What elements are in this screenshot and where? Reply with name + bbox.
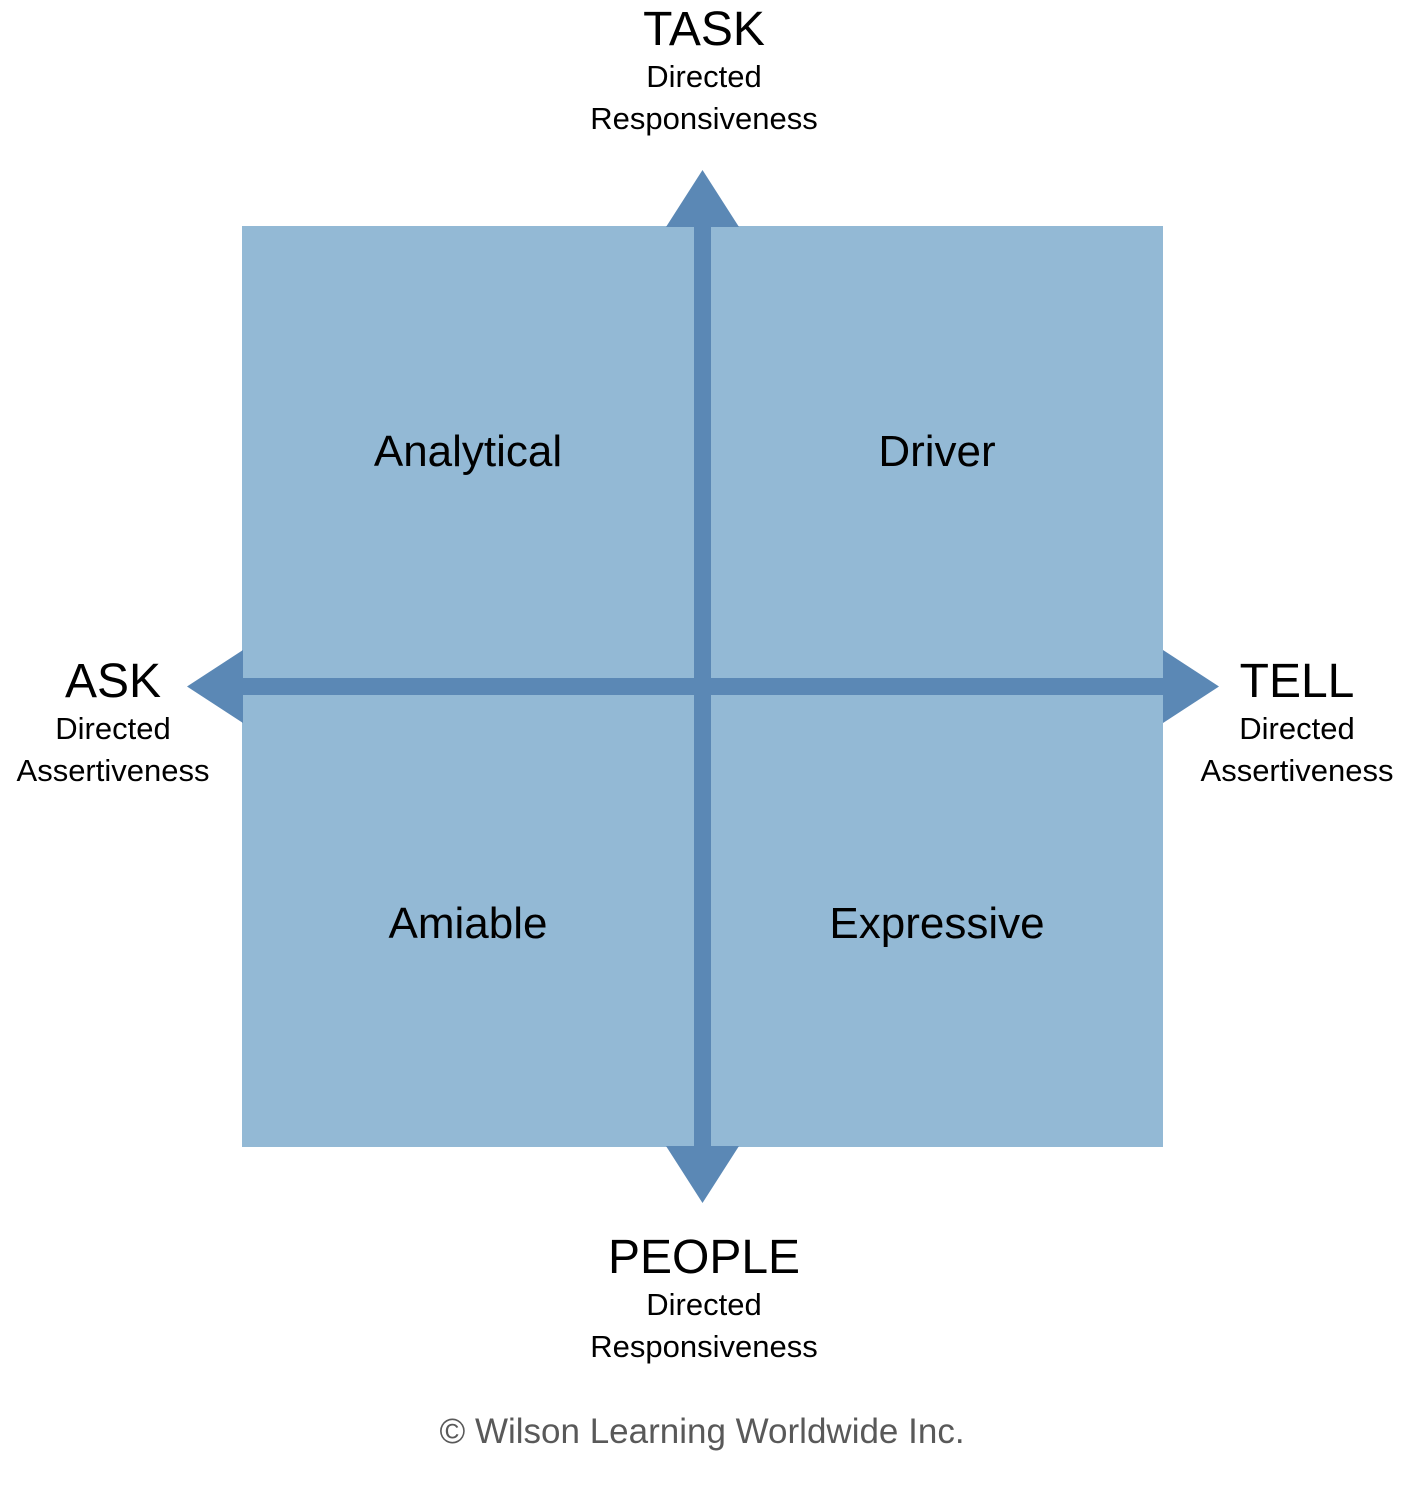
pole-right: TELL Directed Assertiveness [1186, 656, 1404, 792]
quadrant-driver: Driver [711, 226, 1163, 678]
quadrant-expressive: Expressive [711, 695, 1163, 1147]
quadrant-label-driver: Driver [878, 427, 996, 476]
horizontal-axis-line [235, 678, 1170, 695]
pole-left-line1: Directed [55, 711, 171, 746]
pole-top: TASK Directed Responsiveness [554, 4, 854, 140]
copyright-notice: © Wilson Learning Worldwide Inc. [439, 1412, 965, 1451]
arrow-up-icon [666, 170, 739, 227]
pole-top-line2: Responsiveness [590, 101, 818, 136]
pole-bottom-title: PEOPLE [607, 1231, 801, 1284]
pole-bottom: PEOPLE Directed Responsiveness [554, 1232, 854, 1368]
pole-right-line1: Directed [1239, 711, 1355, 746]
quadrant-label-amiable: Amiable [388, 899, 548, 948]
quadrant-label-expressive: Expressive [829, 899, 1045, 948]
pole-left-line2: Assertiveness [16, 753, 210, 788]
quadrant-label-analytical: Analytical [373, 427, 563, 476]
pole-right-line2: Assertiveness [1200, 753, 1394, 788]
quadrant-analytical: Analytical [242, 226, 694, 678]
arrow-right-icon [1163, 650, 1219, 723]
pole-right-title: TELL [1239, 655, 1355, 708]
pole-top-title: TASK [643, 3, 765, 56]
pole-left: ASK Directed Assertiveness [2, 656, 224, 792]
arrow-left-icon [187, 650, 243, 723]
quadrant-amiable: Amiable [242, 695, 694, 1147]
arrow-down-icon [666, 1146, 739, 1203]
pole-top-line1: Directed [646, 59, 762, 94]
pole-bottom-line1: Directed [646, 1287, 762, 1322]
pole-left-title: ASK [64, 655, 162, 708]
pole-bottom-line2: Responsiveness [590, 1329, 818, 1364]
